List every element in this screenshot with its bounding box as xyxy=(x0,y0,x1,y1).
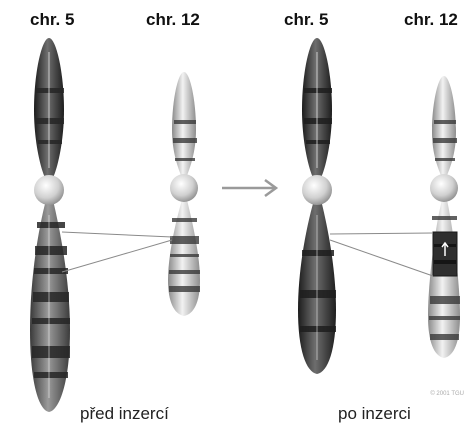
chr12-after-centromere xyxy=(430,174,458,202)
insertion-connectors-before xyxy=(62,232,172,272)
chr12-before-q-arm xyxy=(168,200,200,316)
chr12-before xyxy=(168,72,200,316)
copyright-notice: © 2001 TGU xyxy=(430,391,464,397)
chr5-before xyxy=(30,38,70,412)
transition-arrow xyxy=(222,180,276,196)
chr12-before-centromere xyxy=(170,174,198,202)
chr12-after-p-arm xyxy=(432,76,456,178)
insertion-connectors-after xyxy=(330,233,433,276)
caption-after: po inzerci xyxy=(338,404,411,424)
chr5-after-centromere xyxy=(302,175,332,205)
chr12-after xyxy=(428,76,460,358)
chr5-before-centromere xyxy=(34,175,64,205)
caption-before: před inzercí xyxy=(80,404,169,424)
chr12-before-p-arm xyxy=(172,72,196,178)
chr5-after xyxy=(298,38,336,374)
